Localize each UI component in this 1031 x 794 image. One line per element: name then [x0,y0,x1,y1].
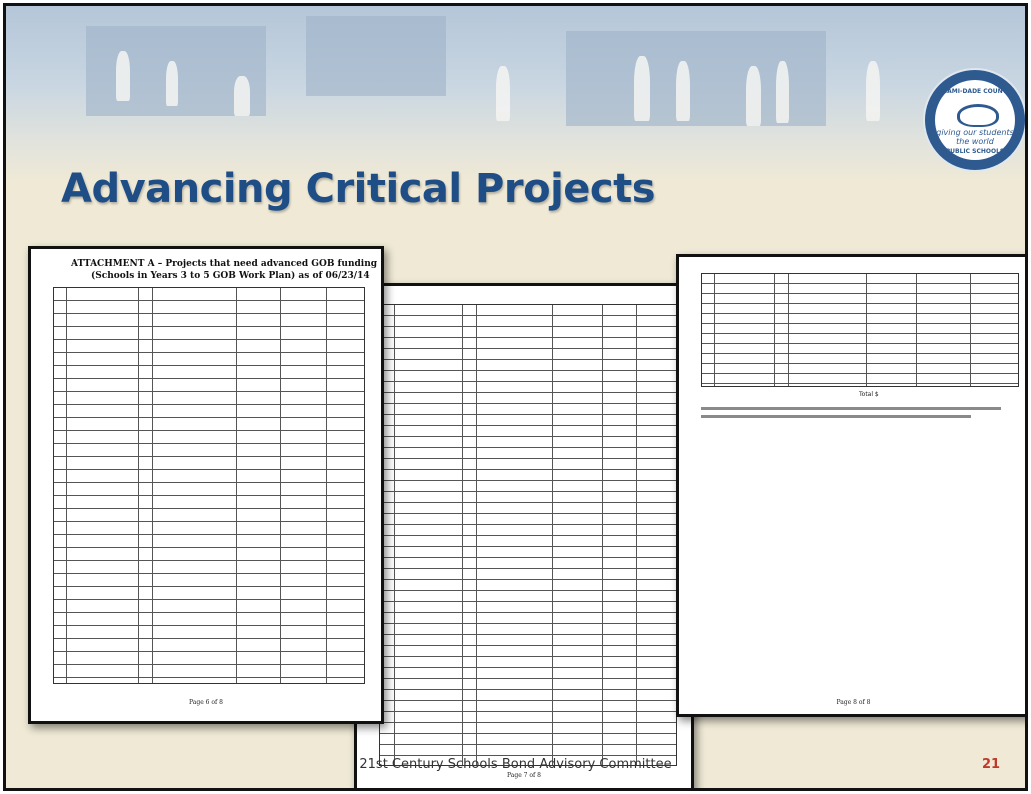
person-silhouette [116,51,130,101]
page-number-label: Page 8 of 8 [836,699,871,706]
logo-top-text: MIAMI-DADE COUNTY [938,88,1012,95]
slide-title: Advancing Critical Projects [61,166,656,212]
person-silhouette [166,61,178,106]
projects-table [53,287,365,684]
note-line [701,415,971,418]
person-silhouette [746,66,761,126]
slide-number: 21 [982,757,1001,772]
person-silhouette [634,56,650,121]
projects-table [379,304,677,766]
page-number-label: Page 7 of 8 [507,772,541,779]
projects-table [701,273,1019,387]
building-shape [306,16,446,96]
page-number-label: Page 6 of 8 [189,699,223,706]
footer-label: 21st Century Schools Bond Advisory Commi… [359,757,672,772]
footer-text: 21st Century Schools Bond Advisory Commi… [6,757,1025,772]
attachment-subheading: (Schools in Years 3 to 5 GOB Work Plan) … [91,271,370,281]
district-logo: MIAMI-DADE COUNTY giving our students th… [923,68,1025,172]
document-page-7: Page 7 of 8 [354,283,694,788]
slide-frame: MIAMI-DADE COUNTY giving our students th… [3,3,1028,791]
person-silhouette [496,66,510,121]
attachment-heading: ATTACHMENT A – Projects that need advanc… [71,259,378,269]
ship-icon [957,104,999,127]
header-banner [6,6,1025,181]
logo-middle-text: giving our students the world [936,128,1014,146]
total-label: Total $ [859,391,879,398]
person-silhouette [234,76,250,116]
person-silhouette [776,61,789,123]
logo-inner: MIAMI-DADE COUNTY giving our students th… [935,80,1015,160]
note-line [701,407,1001,410]
person-silhouette [866,61,880,121]
document-page-6: ATTACHMENT A – Projects that need advanc… [28,246,384,724]
document-page-8: Total $ Page 8 of 8 [676,254,1025,717]
logo-bottom-text: PUBLIC SCHOOLS [945,148,1005,155]
person-silhouette [676,61,690,121]
